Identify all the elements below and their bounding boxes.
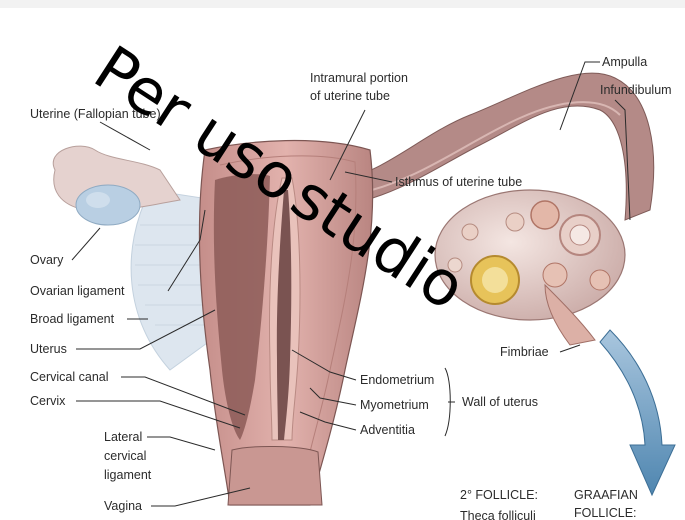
- label-intramural-1: Intramural portion: [310, 71, 408, 85]
- label-ovarian-ligament: Ovarian ligament: [30, 284, 125, 298]
- label-infundibulum: Infundibulum: [600, 83, 672, 97]
- label-cervix: Cervix: [30, 394, 66, 408]
- left-ovary-highlight: [86, 192, 110, 208]
- label-lateral-2: cervical: [104, 449, 146, 463]
- label-ampulla: Ampulla: [602, 55, 647, 69]
- label-follicle-2: 2° FOLLICLE:: [460, 488, 538, 502]
- label-graafian-2: FOLLICLE:: [574, 506, 637, 520]
- label-ovary: Ovary: [30, 253, 64, 267]
- label-isthmus: Isthmus of uterine tube: [395, 175, 522, 189]
- label-myometrium: Myometrium: [360, 398, 429, 412]
- label-graafian-1: GRAAFIAN: [574, 488, 638, 502]
- vagina: [228, 446, 322, 505]
- label-theca: Theca folliculi: [460, 509, 536, 520]
- label-cervical-canal: Cervical canal: [30, 370, 109, 384]
- label-endometrium: Endometrium: [360, 373, 434, 387]
- label-intramural-2: of uterine tube: [310, 89, 390, 103]
- label-lateral-1: Lateral: [104, 430, 142, 444]
- left-ovary: [76, 185, 140, 225]
- label-adventitia: Adventitia: [360, 423, 415, 437]
- label-wall-of-uterus: Wall of uterus: [462, 395, 538, 409]
- label-fimbriae: Fimbriae: [500, 345, 549, 359]
- label-uterus: Uterus: [30, 342, 67, 356]
- label-broad-ligament: Broad ligament: [30, 312, 115, 326]
- graafian-arrow: [600, 330, 675, 495]
- top-border: [0, 0, 685, 8]
- label-vagina: Vagina: [104, 499, 142, 513]
- label-lateral-3: ligament: [104, 468, 152, 482]
